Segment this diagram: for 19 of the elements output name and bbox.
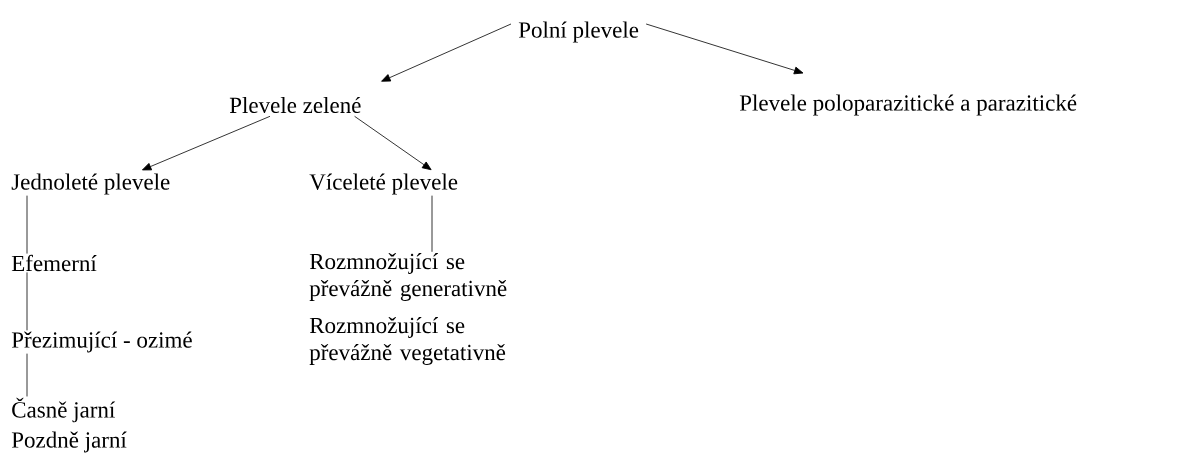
node-label: Polní plevele	[518, 21, 639, 43]
arrow	[645, 23, 804, 75]
node-label: Časně jarní	[12, 397, 116, 423]
node-label: Plevele zelené	[229, 96, 361, 114]
arrow	[381, 23, 512, 82]
node-label: Rozmnožující se převážně vegetativně	[309, 317, 506, 365]
node-label: Pozdně jarní	[11, 431, 127, 453]
connector-line	[431, 195, 433, 253]
node-label: Plevele poloparazitické a parazitické	[739, 94, 1077, 116]
arrow	[142, 115, 271, 171]
connector-line	[26, 195, 28, 254]
node-label: Víceleté plevele	[309, 173, 458, 195]
node-label: Rozmnožující se převážně generativně	[309, 253, 507, 301]
node-label: Jednoleté plevele	[11, 173, 170, 195]
arrow	[354, 115, 432, 171]
node-label: Přezimující - ozimé	[11, 331, 192, 353]
connector-line	[26, 272, 28, 331]
node-label: Efemerní	[11, 254, 97, 272]
connector-line	[26, 353, 28, 397]
